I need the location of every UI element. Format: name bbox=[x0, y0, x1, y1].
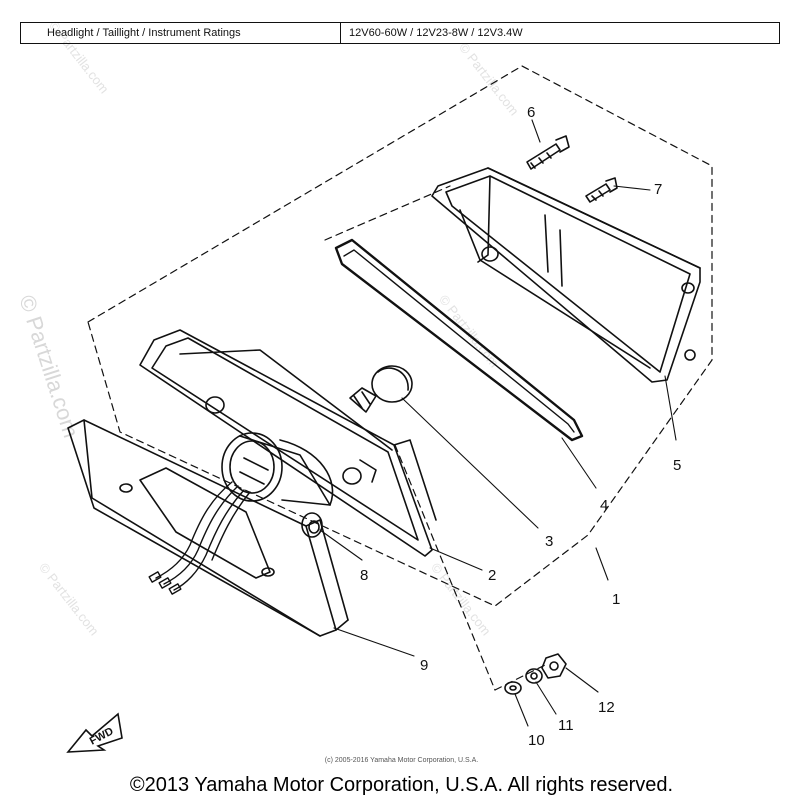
part-label-11: 11 bbox=[558, 717, 574, 734]
part-label-4: 4 bbox=[600, 497, 608, 514]
part-label-1: 1 bbox=[612, 591, 620, 608]
grommet-8 bbox=[301, 512, 323, 538]
bulb-3 bbox=[349, 365, 413, 413]
ratings-label: Headlight / Taillight / Instrument Ratin… bbox=[21, 23, 341, 43]
part-label-10: 10 bbox=[528, 732, 545, 749]
part-label-7: 7 bbox=[654, 181, 662, 198]
bulb-socket bbox=[221, 432, 334, 506]
washer-11 bbox=[525, 668, 543, 684]
part-label-3: 3 bbox=[545, 533, 553, 550]
ratings-value: 12V60-60W / 12V23-8W / 12V3.4W bbox=[349, 27, 523, 39]
gasket-4 bbox=[334, 238, 584, 442]
lens-housing bbox=[431, 167, 701, 383]
copyright-main: ©2013 Yamaha Motor Corporation, U.S.A. A… bbox=[129, 774, 674, 796]
fwd-arrow bbox=[66, 712, 123, 753]
part-label-5: 5 bbox=[673, 457, 681, 474]
assembly-boundary bbox=[87, 65, 713, 691]
base-plate-9 bbox=[67, 419, 349, 637]
part-label-12: 12 bbox=[598, 699, 615, 716]
nut-12 bbox=[541, 653, 567, 679]
part-label-2: 2 bbox=[488, 567, 496, 584]
copyright-small: (c) 2005-2016 Yamaha Motor Corporation, … bbox=[324, 757, 479, 764]
part-label-9: 9 bbox=[420, 657, 428, 674]
screw-7 bbox=[585, 177, 618, 203]
washer-10 bbox=[504, 681, 522, 695]
ratings-table: Headlight / Taillight / Instrument Ratin… bbox=[20, 22, 780, 44]
part-label-6: 6 bbox=[527, 104, 535, 121]
screw-6 bbox=[526, 135, 570, 170]
base-frame-2 bbox=[139, 329, 437, 557]
wiring bbox=[148, 481, 251, 595]
part-label-8: 8 bbox=[360, 567, 368, 584]
leader-lines bbox=[319, 119, 677, 727]
